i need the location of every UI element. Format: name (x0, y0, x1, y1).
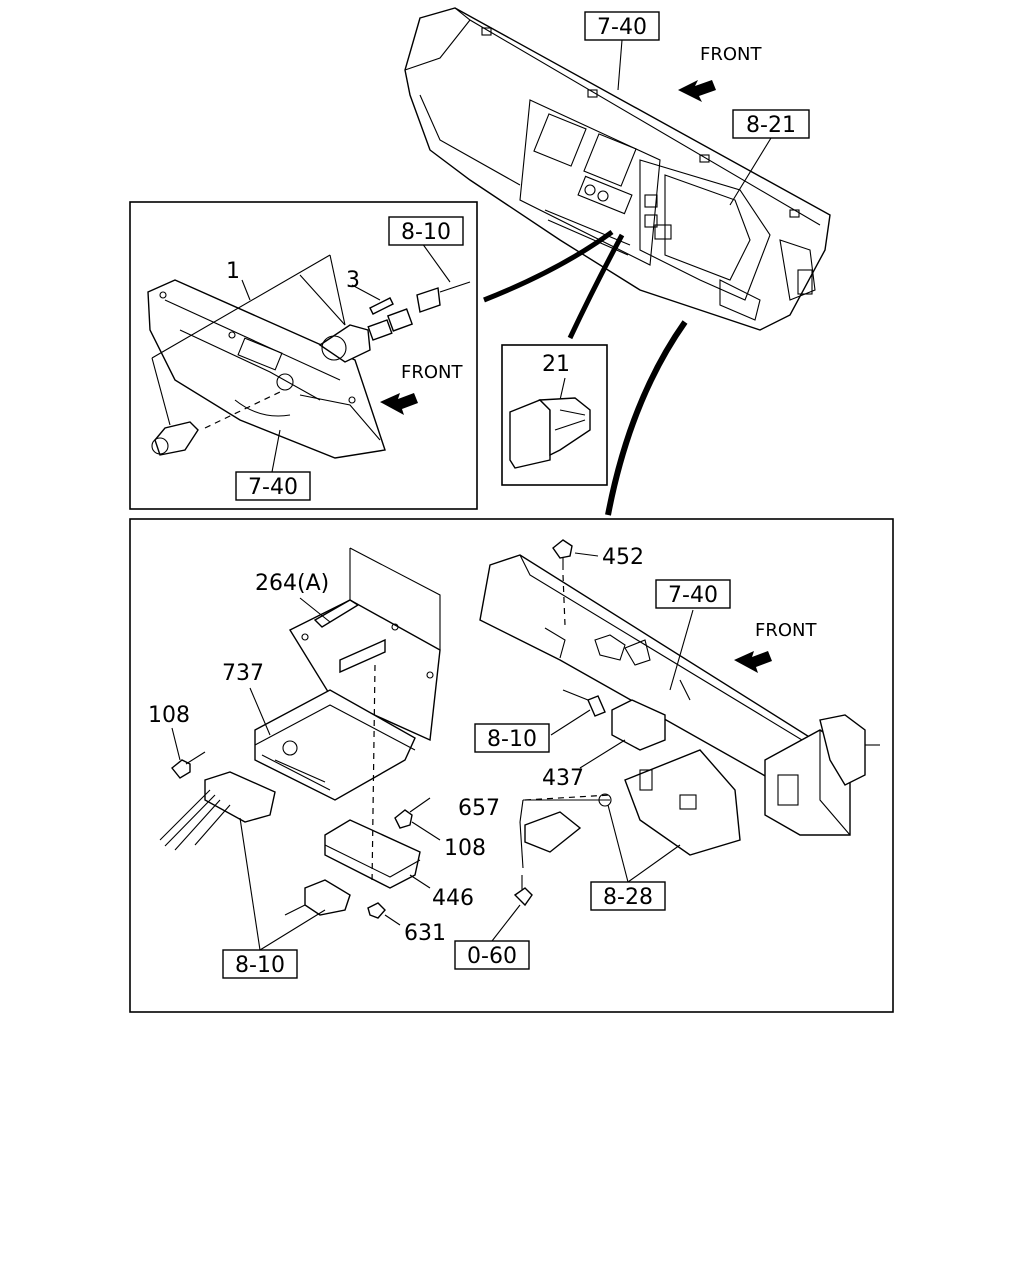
svg-text:7-40: 7-40 (668, 583, 718, 608)
ref-7-40-inset: 7-40 (235, 471, 311, 501)
part-label-452: 452 (602, 545, 644, 570)
ref-0-60: 0-60 (454, 940, 530, 970)
part-label-21: 21 (542, 352, 570, 377)
svg-text:7-40: 7-40 (248, 475, 298, 500)
svg-text:FRONT: FRONT (401, 362, 463, 383)
svg-text:FRONT: FRONT (700, 44, 762, 65)
svg-text:8-10: 8-10 (235, 953, 285, 978)
part-label-3: 3 (346, 268, 360, 293)
svg-text:0-60: 0-60 (467, 944, 517, 969)
ref-8-10-mid: 8-10 (474, 723, 550, 753)
svg-text:7-40: 7-40 (597, 15, 647, 40)
part-label-1: 1 (226, 259, 240, 284)
part-label-737: 737 (222, 661, 264, 686)
part-label-264a: 264(A) (255, 571, 329, 596)
ref-7-40-main: 7-40 (655, 579, 731, 609)
inset-panel-drawing (147, 242, 471, 473)
svg-text:8-21: 8-21 (746, 113, 796, 138)
ref-8-10-inset: 8-10 (388, 216, 464, 246)
front-arrow-inset: FRONT (380, 362, 463, 415)
svg-text:8-28: 8-28 (603, 885, 653, 910)
ref-8-10-bottom: 8-10 (222, 949, 298, 979)
front-arrow-top: FRONT (678, 44, 762, 102)
svg-text:8-10: 8-10 (487, 727, 537, 752)
part-21-drawing (509, 377, 591, 469)
part-label-108-left: 108 (148, 703, 190, 728)
dashboard-overview (404, 7, 831, 331)
svg-text:8-10: 8-10 (401, 220, 451, 245)
front-arrow-main: FRONT (734, 620, 817, 673)
part-label-108-right: 108 (444, 836, 486, 861)
part-label-446: 446 (432, 886, 474, 911)
ref-8-21: 8-21 (732, 109, 810, 139)
part-label-631: 631 (404, 921, 446, 946)
part-label-437: 437 (542, 766, 584, 791)
main-drawing (159, 539, 880, 919)
svg-text:FRONT: FRONT (755, 620, 817, 641)
ref-8-28: 8-28 (590, 881, 666, 911)
ref-7-40-top: 7-40 (584, 11, 660, 41)
part-label-657: 657 (458, 796, 500, 821)
main-leader-lines (171, 552, 694, 951)
